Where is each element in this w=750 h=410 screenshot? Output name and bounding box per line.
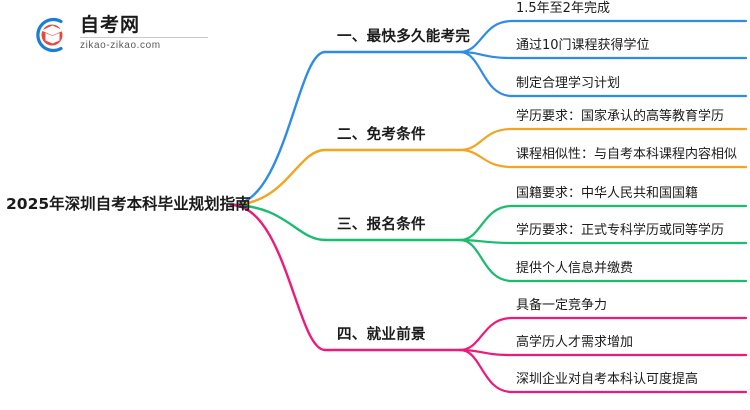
mindmap-branch-label-4[interactable]: 四、就业前景: [337, 327, 426, 343]
mindmap-leaf-label-1-3[interactable]: 制定合理学习计划: [516, 76, 621, 91]
mindmap-leaf-label-1-2[interactable]: 通过10门课程获得学位: [516, 38, 650, 53]
mindmap-connector: [229, 148, 327, 207]
mindmap-connector: [458, 204, 514, 242]
mindmap-leaf-label-3-2[interactable]: 学历要求：正式专科学历或同等学历: [516, 223, 725, 238]
mindmap-connector: [229, 203, 327, 352]
mindmap-connector: [458, 238, 514, 283]
mindmap-connector: [458, 348, 514, 394]
mindmap-leaf-label-2-1[interactable]: 学历要求：国家承认的高等教育学历: [516, 109, 725, 124]
mindmap-leaf-label-4-2[interactable]: 高学历人才需求增加: [516, 335, 634, 350]
mindmap-connector: [458, 50, 514, 98]
mindmap-leaf-label-4-1[interactable]: 具备一定竞争力: [516, 298, 608, 313]
logo-text: 自考网 zikao-zikao.com: [80, 14, 212, 52]
mindmap-leaf-label-2-2[interactable]: 课程相似性：与自考本科课程内容相似: [516, 147, 738, 162]
logo-mark-icon: [36, 17, 65, 53]
mindmap-connector: [229, 50, 327, 207]
site-logo: 自考网 zikao-zikao.com: [28, 12, 218, 58]
mindmap-root-label[interactable]: 2025年深圳自考本科毕业规划指南: [6, 195, 251, 213]
mindmap-leaf-label-1-1[interactable]: 1.5年至2年完成: [516, 1, 610, 16]
logo-name-cn: 自考网: [80, 14, 141, 36]
mindmap-branch-label-2[interactable]: 二、免考条件: [337, 127, 426, 143]
mindmap-branch-label-1[interactable]: 一、最快多久能考完: [337, 29, 471, 45]
mindmap-connector: [458, 148, 514, 169]
mindmap-connector: [229, 203, 327, 242]
mindmap-leaf-label-4-3[interactable]: 深圳企业对自考本科认可度提高: [516, 372, 699, 387]
mindmap-connector: [458, 316, 514, 352]
mindmap-connector: [458, 127, 514, 152]
logo-divider: [80, 37, 208, 38]
mindmap-leaf-label-3-1[interactable]: 国籍要求：中华人民共和国国籍: [516, 186, 699, 201]
mindmap-leaf-label-3-3[interactable]: 提供个人信息并缴费: [516, 261, 634, 276]
mindmap-branch-label-3[interactable]: 三、报名条件: [337, 217, 426, 233]
logo-domain: zikao-zikao.com: [80, 40, 161, 51]
